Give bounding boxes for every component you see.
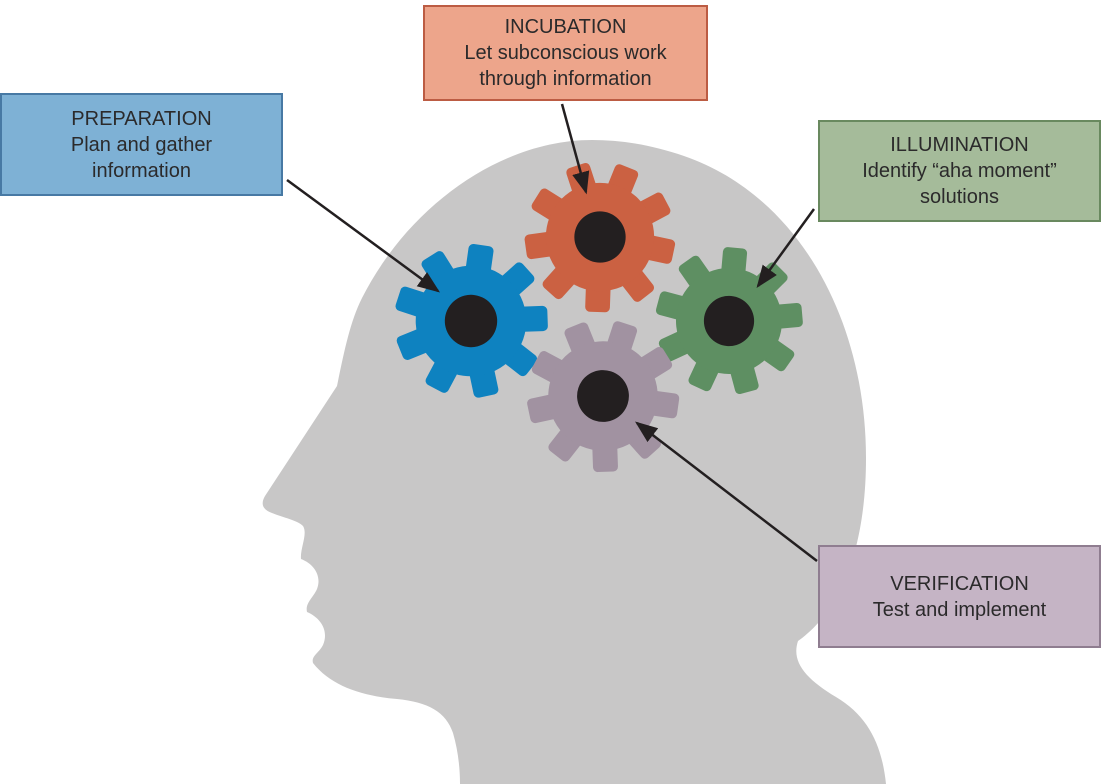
stage-box-incubation: INCUBATION Let subconscious work through… (423, 5, 708, 101)
gear-hub (444, 294, 498, 348)
stage-description-incubation: Let subconscious work through informatio… (464, 42, 667, 90)
stage-title-incubation: INCUBATION (504, 16, 627, 38)
gear-preparation (395, 243, 548, 398)
arrow-verification (635, 421, 818, 562)
gear-illumination (655, 247, 803, 395)
stage-box-illumination: ILLUMINATION Identify “aha moment” solut… (818, 120, 1101, 222)
stage-box-preparation: PREPARATION Plan and gather information (0, 93, 283, 196)
arrow-incubation (560, 103, 590, 195)
gear-verification (527, 321, 680, 473)
arrow-preparation (286, 178, 441, 293)
stage-description-preparation: Plan and gather information (70, 133, 213, 182)
stage-box-verification: VERIFICATION Test and implement (818, 545, 1101, 648)
stage-title-verification: VERIFICATION (890, 572, 1029, 595)
stage-title-preparation: PREPARATION (71, 107, 212, 130)
gear-hub (703, 295, 755, 347)
gear-hub (577, 370, 629, 422)
stage-description-illumination: Identify “aha moment” solutions (862, 160, 1057, 208)
stage-description-verification: Test and implement (872, 598, 1047, 621)
stage-title-illumination: ILLUMINATION (890, 134, 1029, 156)
arrow-illumination (756, 208, 816, 289)
gear-hub (574, 211, 626, 263)
gear-incubation (524, 163, 676, 313)
